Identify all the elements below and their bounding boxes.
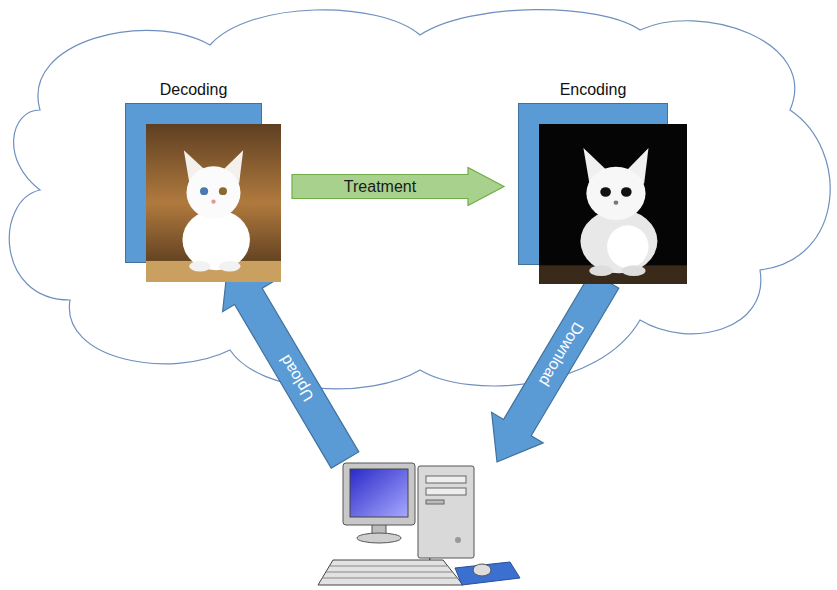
image-frame [518, 103, 668, 265]
cloud-shape [9, 10, 830, 389]
kitten-photo [146, 124, 281, 282]
image-frame [125, 103, 262, 263]
computer-monitor [343, 463, 415, 543]
computer-tower [418, 466, 474, 558]
image-box: Encoding [518, 76, 668, 265]
process-arrow [292, 168, 504, 206]
kitten-photo-processed [539, 124, 687, 284]
upload-arrow [223, 262, 359, 468]
image-box: Decoding [125, 76, 262, 263]
keyboard [318, 560, 463, 585]
edge-label: Treatment [342, 177, 418, 197]
box-heading: Decoding [125, 76, 262, 103]
mouse-pad [455, 562, 520, 585]
download-arrow [492, 272, 619, 462]
box-heading: Encoding [518, 76, 668, 103]
